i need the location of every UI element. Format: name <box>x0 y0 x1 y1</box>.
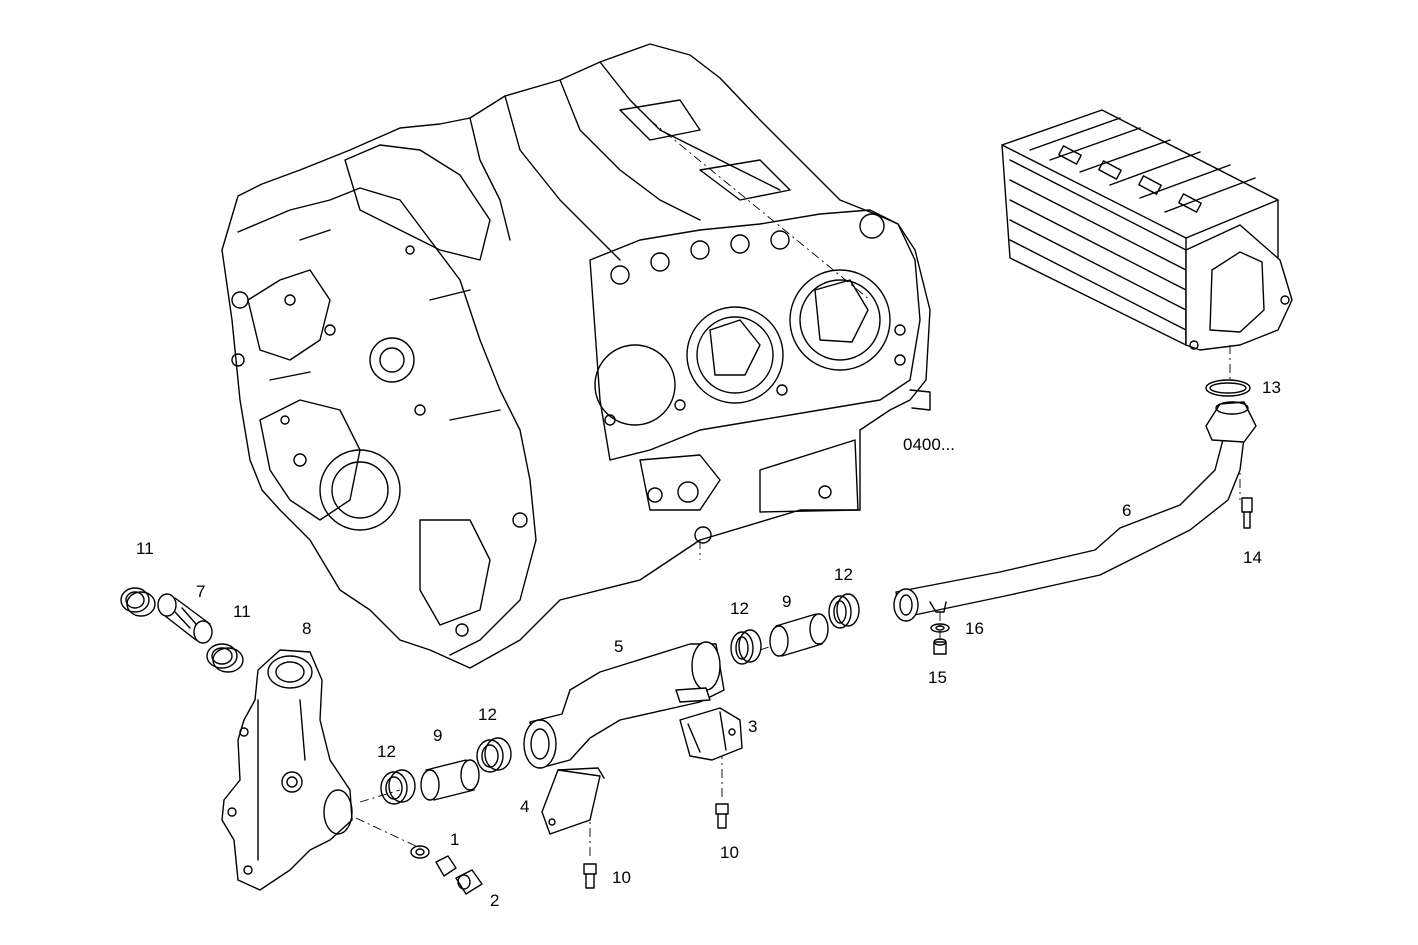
part-11-seal-lower <box>206 643 244 673</box>
callout-14: 14 <box>1243 548 1262 567</box>
part-10-bolt-right <box>715 803 729 829</box>
part-8-housing <box>221 649 353 891</box>
part-15-plug <box>933 638 947 655</box>
callout-9: 9 <box>782 592 791 611</box>
part-11-seal-upper <box>120 587 156 617</box>
callout-6: 6 <box>1122 501 1131 520</box>
callout-3: 3 <box>748 717 757 736</box>
callout-12: 12 <box>377 742 396 761</box>
callout-13: 13 <box>1262 378 1281 397</box>
callout-10: 10 <box>612 868 631 887</box>
part-2-plug <box>435 855 483 895</box>
part-6-pipe <box>893 401 1257 622</box>
callout-12: 12 <box>834 565 853 584</box>
part-16-washer <box>930 623 950 633</box>
reference-label: 0400... <box>903 435 955 454</box>
part-12-seal-upper-left <box>730 629 762 665</box>
part-7-sleeve <box>157 593 213 644</box>
callout-11: 11 <box>233 602 251 621</box>
callout-10: 10 <box>720 843 739 862</box>
callout-15: 15 <box>928 668 947 687</box>
part-1-washer <box>410 845 430 859</box>
part-12-seal-left <box>380 769 416 805</box>
callout-4: 4 <box>520 797 529 816</box>
callout-7: 7 <box>196 582 205 601</box>
part-13-o-ring <box>1205 379 1251 397</box>
callout-9: 9 <box>433 726 442 745</box>
callout-8: 8 <box>302 619 311 638</box>
callout-2: 2 <box>490 891 499 910</box>
engine-block <box>221 43 931 669</box>
callout-1: 1 <box>450 830 459 849</box>
part-4-bracket <box>541 767 605 835</box>
callout-16: 16 <box>965 619 984 638</box>
oil-cooler <box>1001 109 1293 351</box>
part-5-elbow-pipe <box>523 641 725 769</box>
callout-12: 12 <box>478 705 497 724</box>
part-12-seal-upper-right <box>828 593 860 629</box>
part-14-bolt <box>1241 497 1253 529</box>
callout-12: 12 <box>730 599 749 618</box>
callout-11: 11 <box>136 539 154 558</box>
part-9-sleeve-upper <box>769 613 829 657</box>
part-12-seal-right <box>476 737 512 773</box>
callout-5: 5 <box>614 637 623 656</box>
labels: 0400... 11 7 11 8 12 9 12 1 2 5 4 10 3 1… <box>136 378 1281 910</box>
part-10-bolt-left <box>583 863 597 889</box>
part-9-sleeve-lower <box>420 759 480 801</box>
part-3-bracket <box>679 707 743 761</box>
